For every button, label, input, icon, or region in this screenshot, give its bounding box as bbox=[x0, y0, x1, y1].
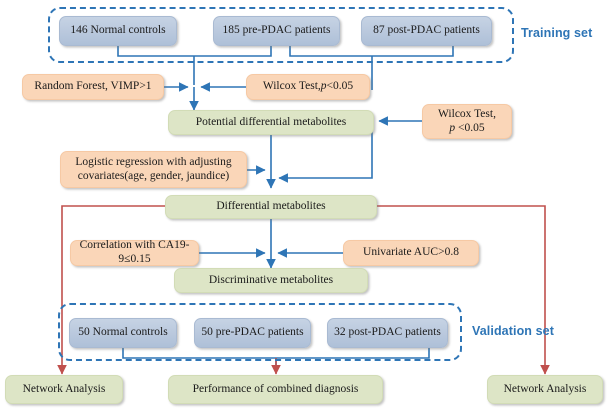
validation-cohort-post-pdac[interactable]: 32 post-PDAC patients bbox=[327, 318, 448, 348]
wilcox-right-line2: p <0.05 bbox=[449, 121, 485, 134]
result-potential-metabolites[interactable]: Potential differential metabolites bbox=[168, 110, 374, 135]
method-wilcox-right[interactable]: Wilcox Test, p <0.05 bbox=[422, 104, 512, 139]
wilcox-top-value: <0.05 bbox=[326, 80, 354, 93]
validation-set-group bbox=[58, 303, 462, 361]
output-network-analysis-right[interactable]: Network Analysis bbox=[487, 375, 603, 404]
method-correlation-ca19-9[interactable]: Correlation with CA19-9≤0.15 bbox=[70, 239, 199, 266]
wilcox-top-p: p bbox=[320, 80, 327, 93]
training-cohort-post-pdac[interactable]: 87 post-PDAC patients bbox=[361, 16, 492, 46]
validation-set-label: Validation set bbox=[472, 324, 554, 338]
wilcox-right-line1: Wilcox Test, bbox=[438, 107, 496, 120]
wilcox-top-prefix: Wilcox Test, bbox=[262, 80, 321, 93]
training-cohort-pre-pdac[interactable]: 185 pre-PDAC patients bbox=[213, 16, 340, 46]
output-combined-diagnosis[interactable]: Performance of combined diagnosis bbox=[168, 375, 383, 404]
training-cohort-normal-controls[interactable]: 146 Normal controls bbox=[59, 16, 177, 46]
result-differential-metabolites[interactable]: Differential metabolites bbox=[165, 195, 377, 219]
validation-cohort-normal-controls[interactable]: 50 Normal controls bbox=[69, 318, 177, 348]
training-set-label: Training set bbox=[521, 26, 593, 40]
logistic-line2: covariates(age, gender, jaundice) bbox=[77, 169, 230, 182]
result-discriminative-metabolites[interactable]: Discriminative metabolites bbox=[174, 268, 368, 293]
validation-cohort-pre-pdac[interactable]: 50 pre-PDAC patients bbox=[194, 318, 311, 348]
training-set-group bbox=[48, 7, 514, 63]
method-univariate-auc[interactable]: Univariate AUC>0.8 bbox=[343, 240, 479, 266]
output-network-analysis-left[interactable]: Network Analysis bbox=[5, 375, 123, 404]
method-wilcox-top[interactable]: Wilcox Test, p <0.05 bbox=[246, 74, 370, 100]
method-random-forest[interactable]: Random Forest, VIMP>1 bbox=[22, 74, 164, 100]
method-logistic-regression[interactable]: Logistic regression with adjusting covar… bbox=[60, 151, 247, 188]
logistic-line1: Logistic regression with adjusting bbox=[75, 155, 232, 168]
